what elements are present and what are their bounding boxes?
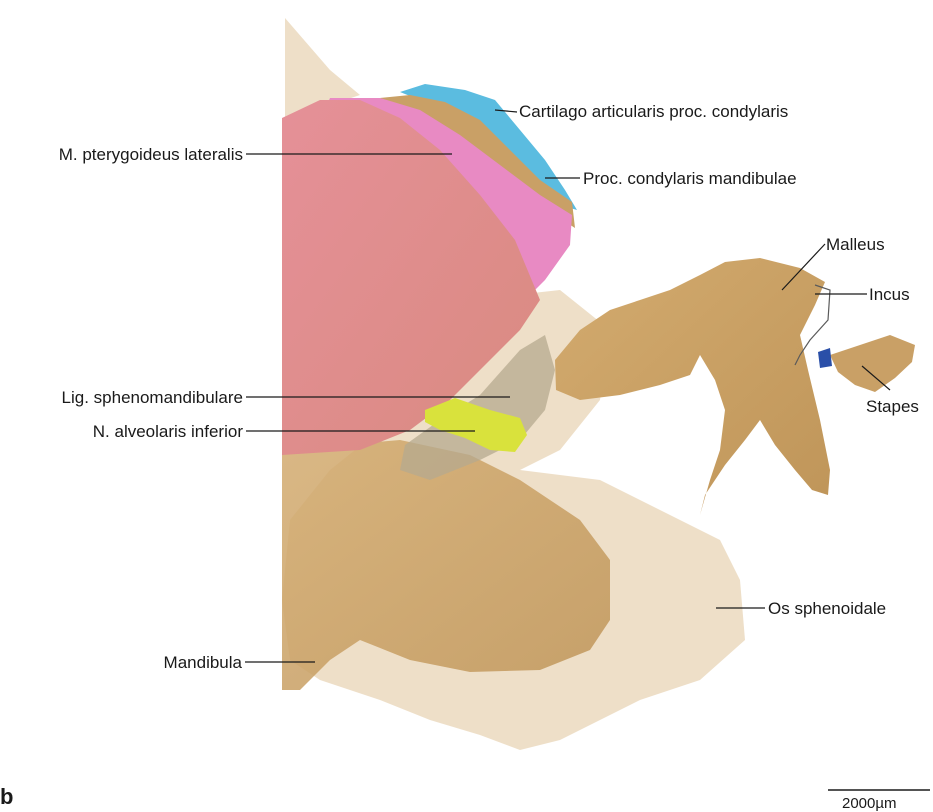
label-malleus: Malleus bbox=[826, 235, 885, 254]
label-os-sphenoidale: Os sphenoidale bbox=[768, 599, 886, 618]
label-mandibula: Mandibula bbox=[164, 653, 243, 672]
label-cartilago: Cartilago articularis proc. condylaris bbox=[519, 102, 788, 121]
scale-bar-label: 2000µm bbox=[842, 795, 897, 812]
label-incus: Incus bbox=[869, 285, 910, 304]
panel-letter: b bbox=[0, 784, 13, 809]
label-stapes: Stapes bbox=[866, 397, 919, 416]
stapes-shape bbox=[830, 335, 915, 392]
malleus-shape bbox=[555, 258, 830, 515]
label-lig-spheno: Lig. sphenomandibulare bbox=[62, 388, 243, 407]
label-pterygoideus: M. pterygoideus lateralis bbox=[59, 145, 243, 164]
label-proc-condylaris: Proc. condylaris mandibulae bbox=[583, 169, 797, 188]
stapes-footplate-shape bbox=[818, 348, 832, 368]
label-n-alveolaris: N. alveolaris inferior bbox=[93, 422, 244, 441]
